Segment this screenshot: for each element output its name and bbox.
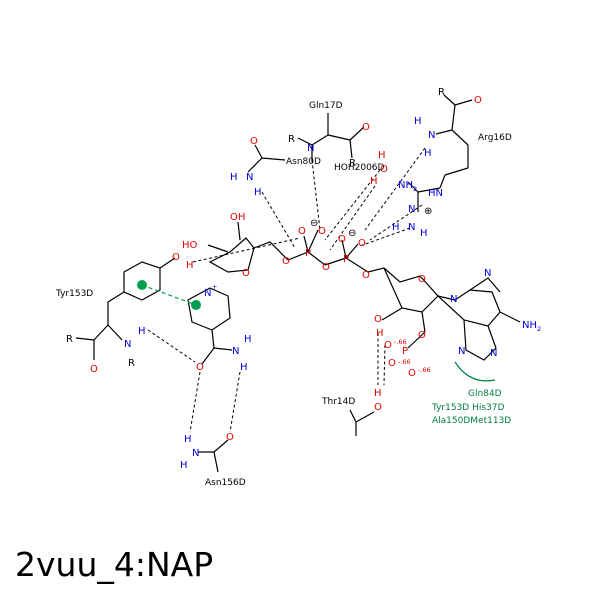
pi-centroid-tyr	[137, 280, 147, 290]
atom-nplus-pyridinium: +	[212, 283, 217, 291]
atom-h-ribose2a: H	[376, 328, 384, 339]
hydrophobic-contacts: Gln84D Tyr153D His37D Ala150DMet113D	[431, 389, 511, 426]
atom-o-ribose2b: O	[418, 330, 426, 341]
atom-h-thr14: H	[374, 388, 382, 399]
atom-r-arg16: R	[438, 87, 445, 98]
atom-n-pyridinium: N	[204, 288, 211, 299]
atom-charge-p3c: -.66	[418, 366, 431, 374]
atom-o-p1b: O	[318, 226, 326, 237]
atom-h2-amide: H	[240, 362, 248, 373]
atom-n-gln17: N	[307, 143, 314, 154]
hydrophobic-arc	[454, 361, 496, 382]
atom-n2-arg16: N	[408, 204, 415, 215]
atom-nh2-adenine: NH2	[522, 320, 541, 333]
pi-centroid-nicotinamide	[191, 300, 201, 310]
atom-o-ribose2a: O	[374, 314, 382, 325]
atom-o-water: O	[380, 164, 388, 175]
atom-o-arg16: O	[474, 95, 482, 106]
atom-o-ring2: O	[418, 274, 426, 285]
atom-h2-asn80: H	[254, 187, 262, 198]
label-asn156: Asn156D	[205, 478, 246, 488]
atom-labels: R N O R O H N H H O H R O H N H NH2 HN N…	[66, 87, 541, 471]
atom-n-tyr153: N	[124, 339, 131, 350]
hydrophobic-line-2: Tyr153D His37D	[431, 403, 505, 413]
atom-n9-adenine: N	[450, 294, 457, 305]
atom-r2-tyr153: R	[128, 358, 135, 369]
atom-o-asn156: O	[226, 432, 234, 443]
hydrophobic-line-3: Ala150DMet113D	[432, 416, 511, 426]
residue-labels: Gln17D Arg16D Asn80D HOH2006D Tyr153D Th…	[55, 101, 512, 488]
atom-r-gln17b: R	[349, 158, 356, 169]
atom-nh2-arg16: NH2	[398, 180, 417, 193]
atom-charge-p3a: -.66	[394, 338, 407, 346]
atom-n-asn156: N	[192, 448, 199, 459]
atom-h-tyr-oh: H	[186, 260, 194, 271]
atom-h-tyr153: H	[138, 326, 146, 337]
atom-h-arg16: H	[414, 116, 422, 127]
atom-h4-arg16: H	[420, 228, 428, 239]
atom-h3-arg16: H	[392, 222, 400, 233]
atom-o-gln17: O	[362, 122, 370, 133]
atom-o-p2b: O	[358, 238, 366, 249]
atom-hn-arg16: HN	[428, 188, 443, 199]
atom-o-p1a: O	[298, 226, 306, 237]
atom-o-tyr153: O	[90, 364, 98, 375]
atom-h-water: H	[378, 150, 386, 161]
atom-o-bridge: O	[322, 262, 330, 273]
atom-p2: P	[343, 254, 349, 265]
hydrogen-bonds	[147, 147, 426, 433]
page-title: 2vuu_4:NAP	[15, 545, 214, 584]
atom-p3: P	[402, 346, 408, 357]
atom-minus-p1: ⊖	[310, 218, 318, 229]
atom-n-arg16: N	[428, 130, 435, 141]
bond-skeleton	[75, 94, 521, 473]
atom-h-asn80: H	[230, 172, 238, 183]
atom-p1: P	[305, 248, 311, 259]
atom-oh-ribose1: OH	[230, 212, 245, 223]
atom-o-p3b: O	[388, 358, 396, 369]
atom-o-amide: O	[196, 362, 204, 373]
atom-minus-p2: ⊖	[348, 228, 356, 239]
atom-r-gln17: R	[288, 134, 295, 145]
atom-o-p2a: O	[338, 234, 346, 245]
label-water: HOH2006D	[334, 163, 385, 173]
label-arg16: Arg16D	[478, 133, 512, 143]
atom-h-asn156: H	[184, 434, 192, 445]
atom-plus-arg16: ⊕	[424, 206, 432, 217]
atom-n7-adenine: N	[484, 268, 491, 279]
atom-h2-asn156: H	[180, 460, 188, 471]
atom-o-asn80: O	[250, 136, 258, 147]
atom-o-p3a: O	[384, 340, 392, 351]
atom-ho-ribose1: HO	[182, 240, 198, 251]
atom-o-thr14: O	[374, 402, 382, 413]
atom-h2-water: H	[370, 176, 378, 187]
label-gln17: Gln17D	[309, 101, 343, 111]
label-thr14: Thr14D	[321, 397, 355, 407]
atom-n-amide: N	[232, 346, 239, 357]
label-asn80: Asn80D	[286, 157, 321, 167]
pi-stacking	[137, 280, 201, 310]
hydrophobic-line-1: Gln84D	[468, 389, 502, 399]
atom-o-ring1: O	[242, 268, 250, 279]
atom-charge-p3b: -.66	[398, 358, 411, 366]
atom-o-tyr-oh: O	[172, 252, 180, 263]
atom-h-amide: H	[244, 334, 252, 345]
atom-n3-arg16: N	[408, 222, 415, 233]
atom-n3-adenine: N	[458, 346, 465, 357]
atom-n1-adenine: N	[490, 348, 497, 359]
atom-n-asn80: N	[246, 172, 253, 183]
atom-r-tyr153: R	[66, 334, 73, 345]
label-tyr153: Tyr153D	[55, 289, 93, 299]
atom-o-link1: O	[282, 256, 290, 267]
atom-h2-arg16: H	[424, 148, 432, 159]
atom-o-p3c: O	[408, 368, 416, 379]
atom-o-link2: O	[362, 270, 370, 281]
